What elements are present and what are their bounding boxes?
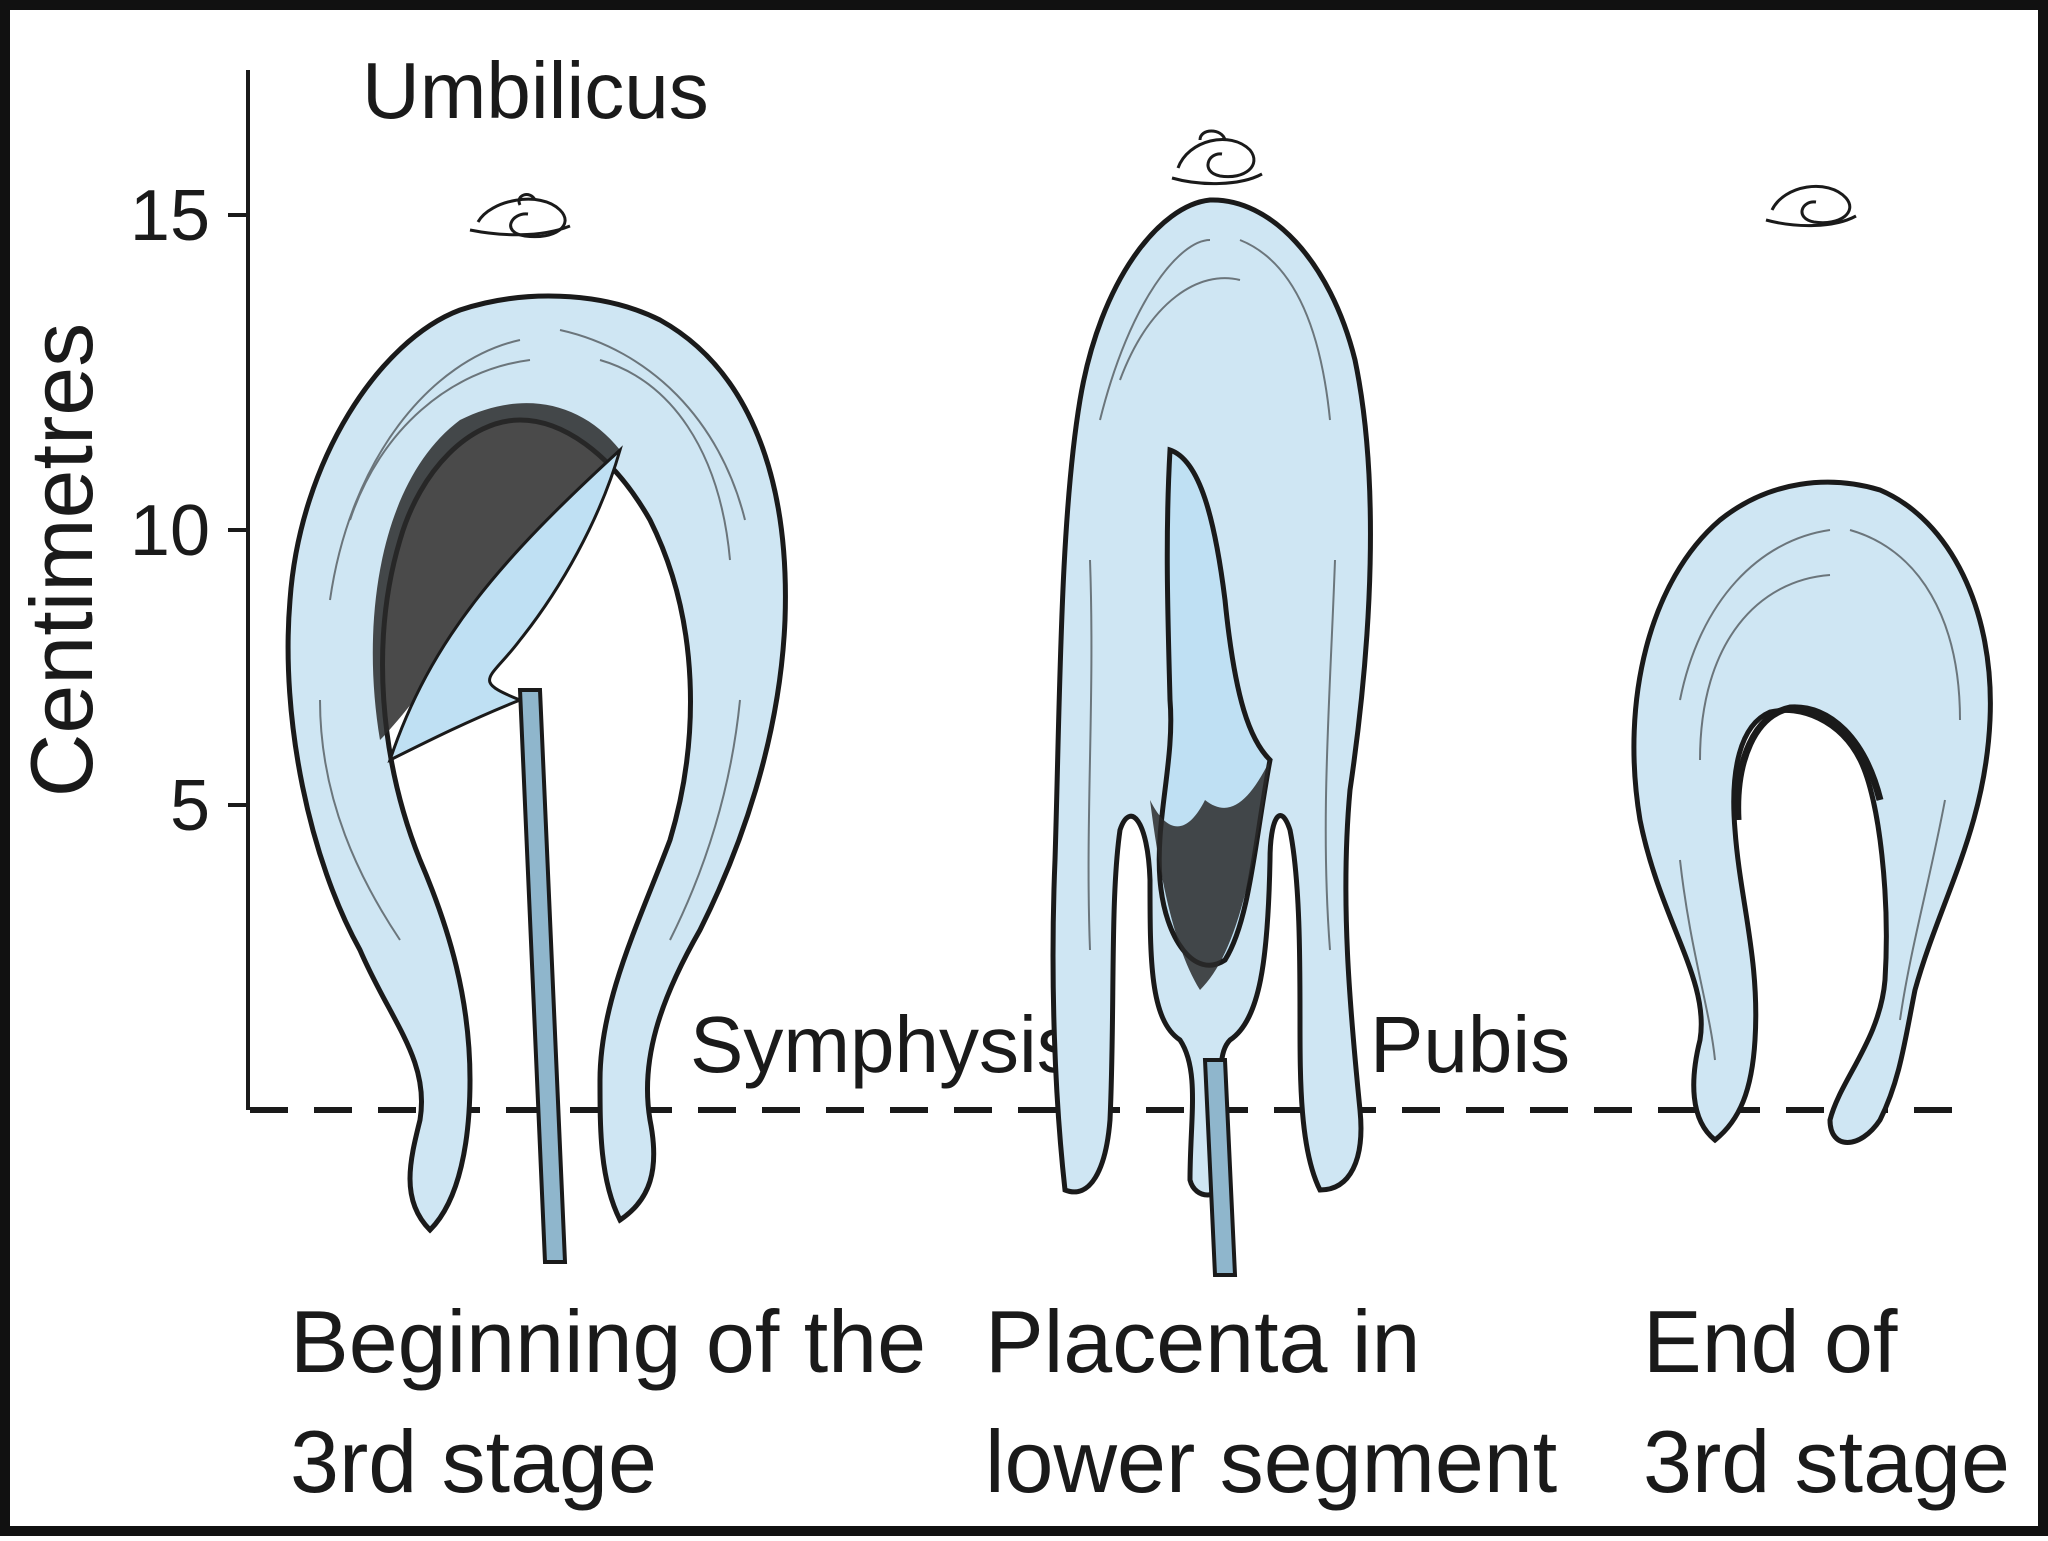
umbilicus-icon (1765, 184, 1857, 228)
umbilicus-label: Umbilicus (362, 46, 709, 135)
placenta (372, 403, 620, 740)
caption-panel-1-line-2: 3rd stage (290, 1412, 657, 1511)
umbilicus-icon (1171, 129, 1263, 186)
y-axis-label: Centimetres (12, 323, 111, 797)
uterus-beginning-3rd-stage (285, 293, 788, 1264)
wall-texture (319, 329, 746, 941)
uterus-placenta-lower-segment (1050, 197, 1373, 1277)
umbilicus-icon (469, 193, 571, 239)
tick-label-15: 15 (130, 176, 210, 256)
tick-label-10: 10 (130, 491, 210, 571)
pubis-label: Pubis (1370, 1000, 1570, 1089)
uterine-cavity-outline (1734, 704, 1884, 821)
caption-panel-1-line-1: Beginning of the (290, 1292, 926, 1391)
tick-label-5: 5 (170, 766, 210, 846)
wall-texture (1087, 239, 1336, 951)
umbilical-cord (1202, 1058, 1238, 1277)
caption-panel-2-line-2: lower segment (985, 1412, 1557, 1511)
y-axis: 15 10 5 Centimetres (12, 70, 250, 1110)
retroplacental-space (387, 445, 623, 763)
caption-panel-3-line-1: End of (1643, 1292, 1898, 1391)
wall-texture (1679, 529, 1961, 1061)
symphysis-label: Symphysis (690, 1000, 1077, 1089)
caption-panel-2-line-1: Placenta in (985, 1292, 1420, 1391)
placenta (1150, 760, 1270, 990)
caption-panel-3-line-2: 3rd stage (1643, 1412, 2010, 1511)
uterus-end-3rd-stage (1631, 479, 1993, 1145)
umbilical-cord (517, 688, 568, 1264)
